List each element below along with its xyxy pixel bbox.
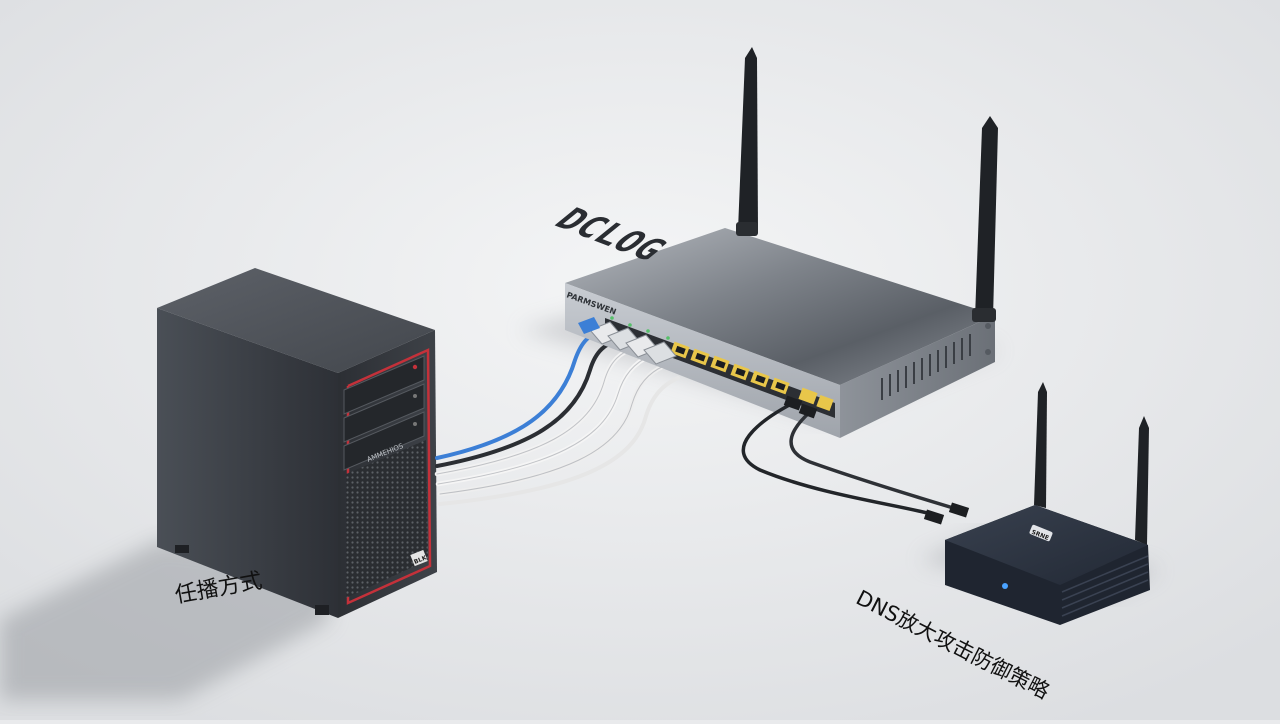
side-vents: [881, 334, 971, 400]
router-status-led: [1002, 583, 1008, 589]
drive-bays: [343, 355, 425, 471]
svg-text:BLK: BLK: [413, 554, 428, 566]
switch-antennas: [736, 47, 998, 322]
cable-plugs: [578, 317, 677, 365]
router-badge: [1029, 524, 1053, 542]
power-led: [412, 364, 418, 370]
tower-badge: [410, 549, 428, 567]
wifi-router: SRNE: [945, 382, 1150, 625]
front-mesh: [346, 440, 428, 598]
network-switch: DCLOG PARMSWEN: [545, 47, 998, 438]
router-ribs: [1061, 555, 1149, 617]
tower-server: AMMEHIOS BLK: [157, 268, 437, 618]
router-cables: [741, 395, 970, 525]
network-cables: [434, 330, 680, 506]
